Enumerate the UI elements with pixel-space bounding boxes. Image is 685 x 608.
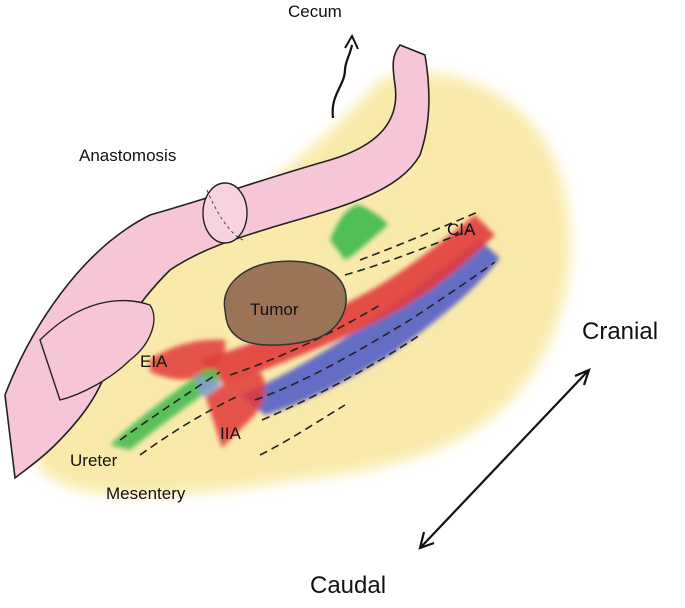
label-iia: IIA: [220, 424, 241, 443]
ureter-upper: [330, 205, 388, 260]
label-cia: CIA: [447, 220, 476, 239]
label-tumor: Tumor: [250, 300, 299, 319]
cecum-arrow: [331, 44, 354, 119]
label-anastomosis: Anastomosis: [79, 146, 177, 165]
iia-artery: [205, 372, 266, 448]
colon-bowel: [4, 44, 430, 480]
tumor: [223, 260, 347, 346]
cranial-caudal-arrow: [418, 368, 591, 550]
label-cranial: Cranial: [582, 318, 659, 345]
label-caudal: Caudal: [310, 572, 387, 599]
label-eia: EIA: [140, 352, 168, 371]
vessel-borders: [119, 211, 496, 456]
label-ureter: Ureter: [70, 451, 118, 470]
label-mesentery: Mesentery: [106, 484, 186, 503]
label-cecum: Cecum: [288, 2, 342, 21]
